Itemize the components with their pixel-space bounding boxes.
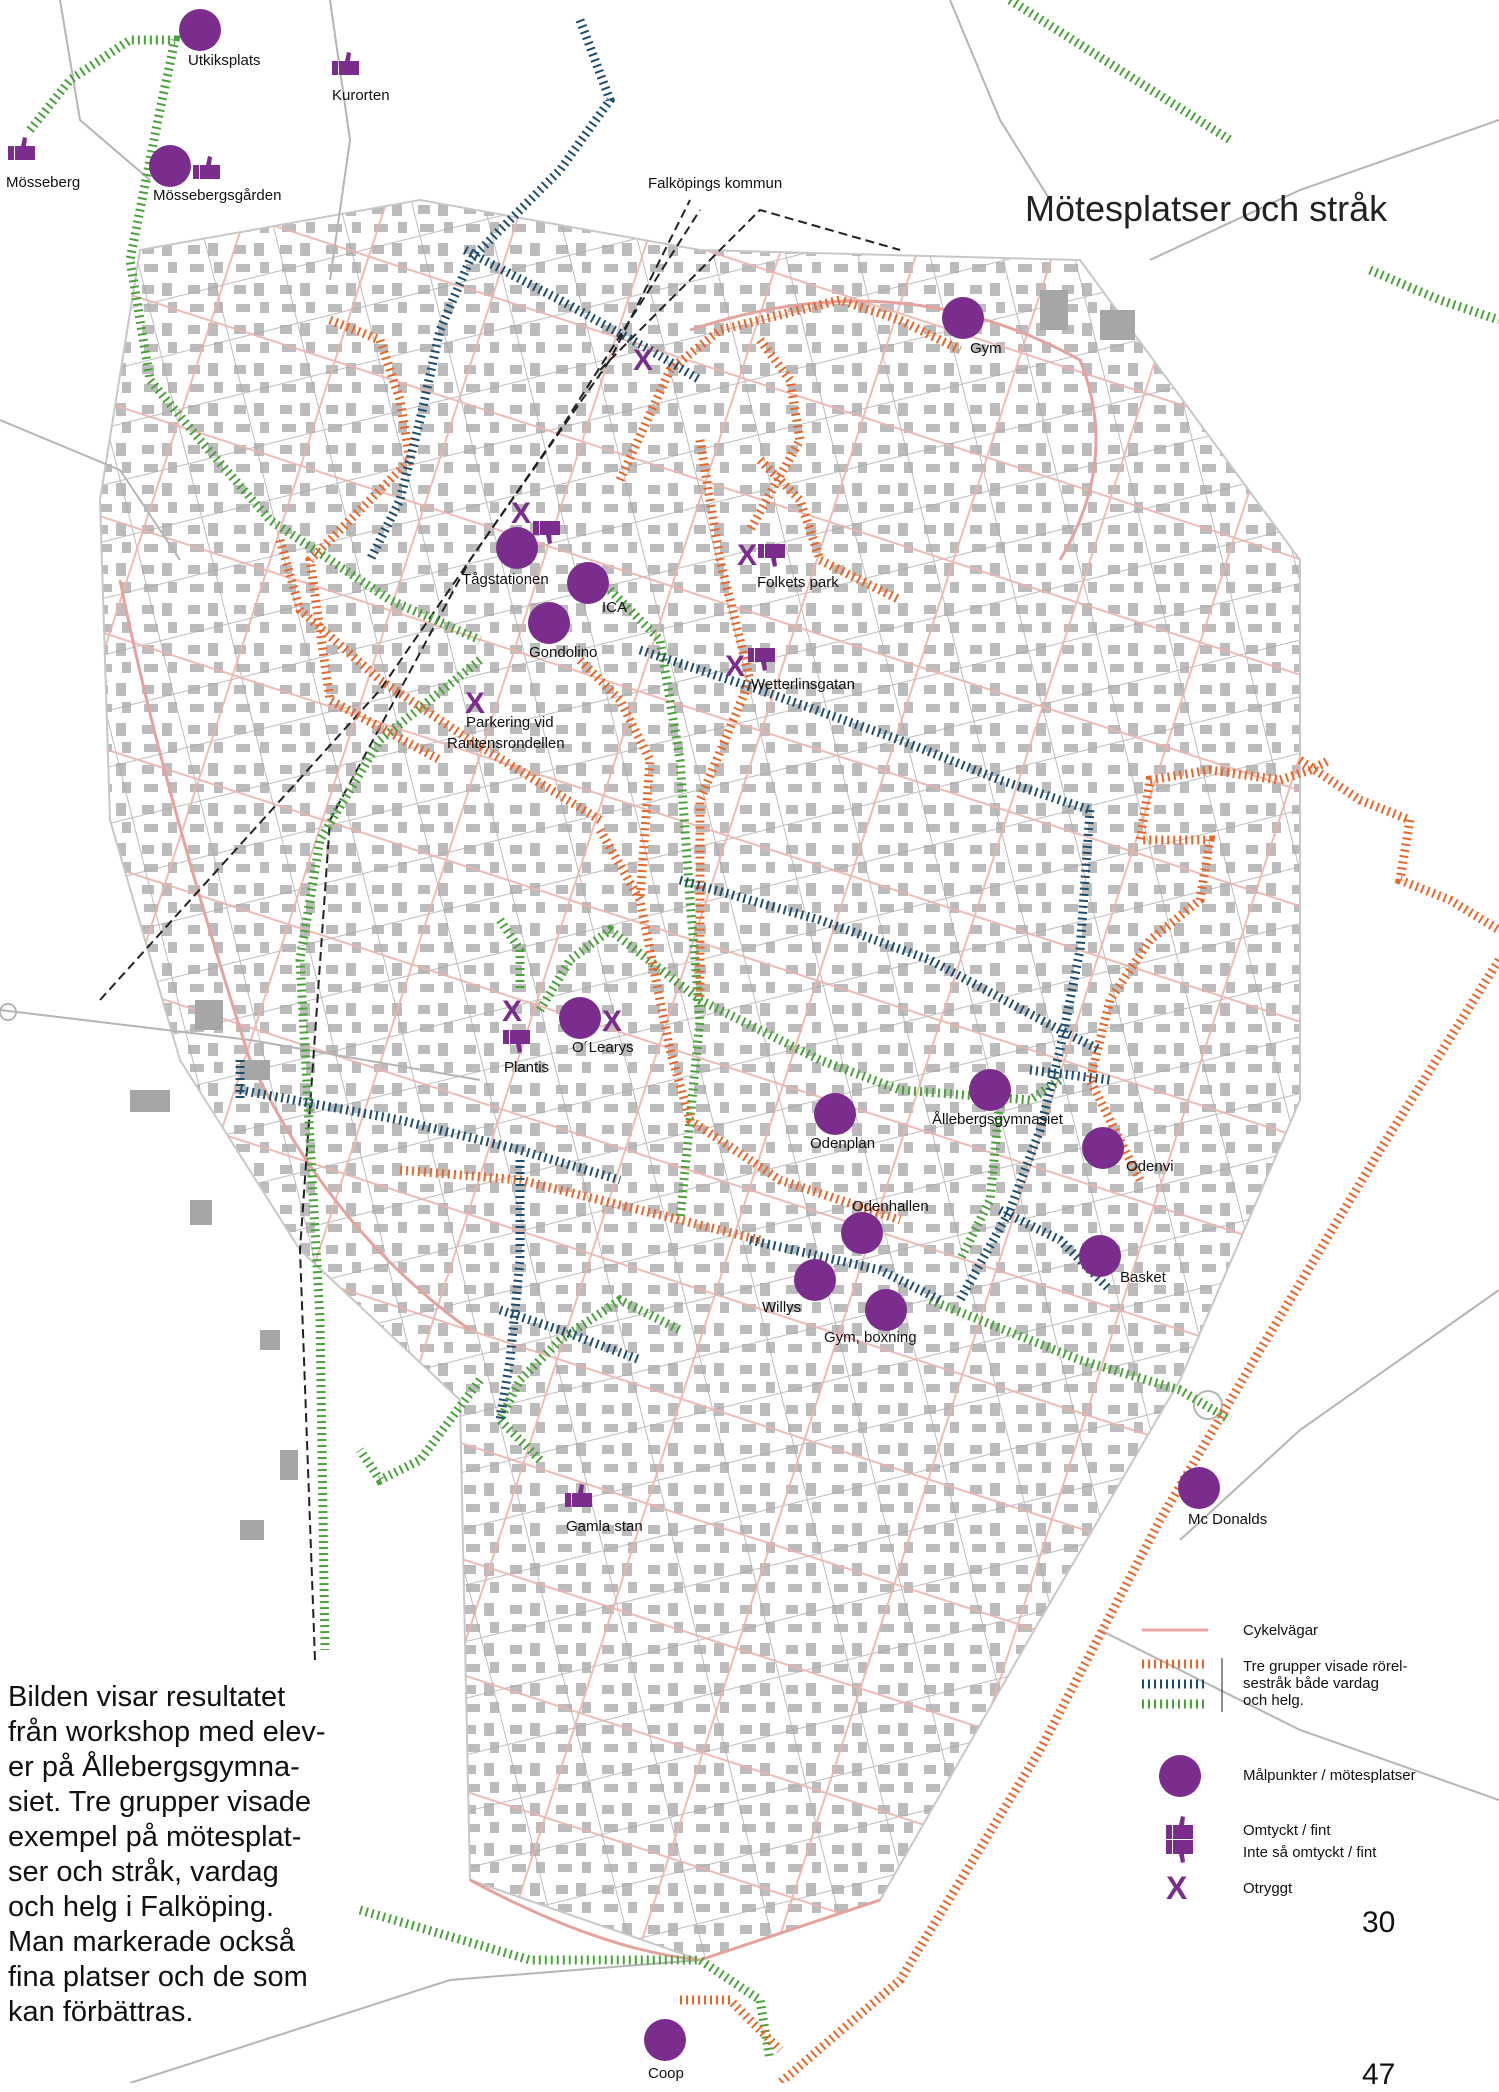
thumbs-down-icon bbox=[748, 648, 775, 671]
unsafe-marker: X bbox=[633, 344, 653, 377]
thumbs-up-icon bbox=[332, 52, 359, 75]
thumbs-down-icon bbox=[503, 1030, 530, 1053]
legend-meeting-points-label: Målpunkter / mötesplatser bbox=[1243, 1767, 1416, 1784]
unsafe-markers: X X X X X X X bbox=[465, 344, 757, 1038]
label-coop: Coop bbox=[648, 2065, 684, 2082]
intro-text: Bilden visar resultatet från workshop me… bbox=[8, 1681, 326, 2028]
meeting-point-ica bbox=[567, 562, 609, 604]
label-parkering-line1: Parkering vid bbox=[466, 714, 554, 731]
label-allebergsgymnasiet: Ållebergsgymnasiet bbox=[932, 1111, 1064, 1128]
meeting-point-swatch bbox=[1159, 1755, 1201, 1797]
label-utkiksplats: Utkiksplats bbox=[188, 52, 261, 69]
label-gym: Gym bbox=[970, 340, 1002, 357]
unsafe-marker: X bbox=[465, 687, 485, 720]
cycle-road-swatch bbox=[1142, 1628, 1208, 1632]
disliked-markers bbox=[503, 521, 785, 1053]
meeting-point-tagstationen bbox=[496, 527, 538, 569]
page-number-secondary: 47 bbox=[1362, 2058, 1396, 2091]
meeting-point-willys bbox=[794, 1259, 836, 1301]
unsafe-marker: X bbox=[511, 497, 531, 530]
meeting-point-olearys bbox=[559, 997, 601, 1039]
label-mc-donalds: Mc Donalds bbox=[1188, 1511, 1267, 1528]
label-plantis: Plantis bbox=[504, 1059, 549, 1076]
unsafe-marker: X bbox=[602, 1005, 622, 1038]
label-parkering-line2: Rantensrondellen bbox=[447, 735, 565, 752]
label-olearys: O´Learys bbox=[572, 1039, 634, 1056]
legend-liked-label: Omtyckt / fint bbox=[1243, 1822, 1331, 1839]
label-gym-boxning: Gym, boxning bbox=[824, 1329, 917, 1346]
thumbs-down-icon bbox=[1166, 1840, 1193, 1863]
meeting-point-mc-donalds bbox=[1178, 1467, 1220, 1509]
thumbs-up-icon bbox=[193, 156, 220, 179]
meeting-point-odenvi bbox=[1082, 1127, 1124, 1169]
meeting-point-basket bbox=[1079, 1235, 1121, 1277]
legend-routes-label: Tre grupper visade rörel- sestråk både v… bbox=[1243, 1658, 1408, 1709]
unsafe-marker: X bbox=[502, 995, 522, 1028]
thumbs-up-icon bbox=[565, 1484, 592, 1507]
meeting-point-gym-boxning bbox=[865, 1289, 907, 1331]
label-basket: Basket bbox=[1120, 1269, 1167, 1286]
meeting-point-mossebergsgarden bbox=[149, 145, 191, 187]
label-mossebergsgarden: Mössebergsgården bbox=[153, 187, 281, 204]
meeting-point-gym bbox=[942, 297, 984, 339]
legend: Cykelvägar Tre grupper visade rörel- ses… bbox=[1138, 1620, 1478, 1920]
routes-orange bbox=[275, 295, 1499, 2083]
legend-cycle-roads-label: Cykelvägar bbox=[1243, 1622, 1319, 1639]
thumbs-down-icon bbox=[533, 521, 560, 544]
label-ica: ICA bbox=[602, 599, 627, 616]
meeting-point-gondolino bbox=[528, 602, 570, 644]
label-odenhallen: Odenhallen bbox=[852, 1198, 929, 1215]
label-willys: Willys bbox=[762, 1299, 801, 1316]
label-gamla-stan: Gamla stan bbox=[566, 1518, 643, 1535]
label-wetterlinsgatan: Wetterlinsgatan bbox=[751, 676, 855, 693]
meeting-point-coop bbox=[644, 2019, 686, 2061]
unsafe-marker: X bbox=[725, 650, 745, 683]
routes-blue bbox=[235, 18, 1114, 1421]
label-kurorten: Kurorten bbox=[332, 87, 390, 104]
meeting-point-odenhallen bbox=[841, 1212, 883, 1254]
routes-green bbox=[26, 0, 1499, 2061]
legend-disliked-label: Inte så omtyckt / fint bbox=[1243, 1844, 1377, 1861]
unsafe-marker: X bbox=[737, 539, 757, 572]
legend-unsafe-label: Otryggt bbox=[1243, 1880, 1293, 1897]
liked-markers bbox=[8, 52, 592, 1507]
thumbs-up-icon bbox=[1166, 1816, 1193, 1839]
meeting-point-allebergsgymnasiet bbox=[969, 1069, 1011, 1111]
x-mark-icon: X bbox=[1166, 1870, 1188, 1906]
meeting-points bbox=[149, 9, 1220, 2061]
label-falkopings-kommun: Falköpings kommun bbox=[648, 175, 782, 192]
railway bbox=[99, 199, 901, 1661]
label-folkets-park: Folkets park bbox=[757, 574, 839, 591]
meeting-point-utkiksplats bbox=[179, 9, 221, 51]
meeting-point-odenplan bbox=[814, 1093, 856, 1135]
label-mosseberg: Mösseberg bbox=[6, 174, 80, 191]
map-title: Mötesplatser och stråk bbox=[1025, 188, 1388, 229]
route-swatches bbox=[1142, 1658, 1223, 1712]
thumbs-down-icon bbox=[758, 544, 785, 567]
page-number: 30 bbox=[1362, 1906, 1396, 1939]
label-odenplan: Odenplan bbox=[810, 1135, 875, 1152]
label-odenvi: Odenvi bbox=[1126, 1158, 1174, 1175]
thumbs-up-icon bbox=[8, 137, 35, 160]
place-labels: Utkiksplats Kurorten Mösseberg Mösseberg… bbox=[6, 52, 1267, 2082]
label-gondolino: Gondolino bbox=[529, 644, 597, 661]
label-tagstationen: Tågstationen bbox=[462, 571, 549, 588]
